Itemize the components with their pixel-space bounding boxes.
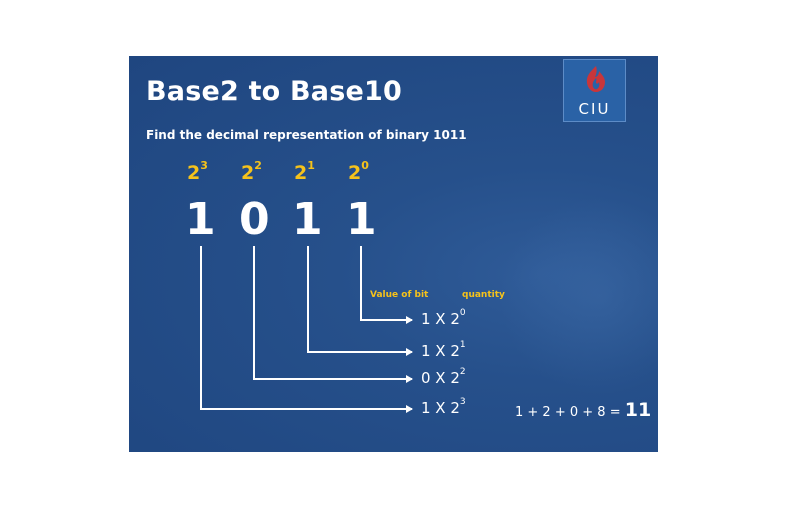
- quantity-label: quantity: [462, 290, 505, 300]
- sum-result: 11: [624, 399, 652, 421]
- ciu-logo: CIU: [563, 59, 626, 122]
- term-bit-2: 0 X 22: [421, 367, 466, 387]
- bit-2: 0: [239, 194, 270, 245]
- bit-1: 1: [292, 194, 323, 245]
- term-bit-0: 1 X 20: [421, 308, 466, 328]
- power-2-3: 23: [187, 159, 208, 184]
- sum-expression: 1 + 2 + 0 + 8 = 11: [515, 399, 652, 421]
- logo-text: CIU: [578, 100, 611, 118]
- slide-subtitle: Find the decimal representation of binar…: [146, 128, 467, 142]
- term-bit-1: 1 X 21: [421, 340, 466, 360]
- bit-3: 1: [185, 194, 216, 245]
- connector-bit-2: [253, 246, 413, 383]
- term-bit-3: 1 X 23: [421, 397, 466, 417]
- value-of-bit-label: Value of bit: [370, 290, 429, 300]
- slide: Base2 to Base10 Find the decimal represe…: [129, 56, 658, 452]
- flame-icon: [586, 66, 605, 92]
- power-2-2: 22: [241, 159, 262, 184]
- connector-bit-3: [200, 246, 413, 413]
- bit-0: 1: [346, 194, 377, 245]
- slide-title: Base2 to Base10: [146, 76, 402, 107]
- connector-bit-1: [307, 246, 413, 356]
- power-2-0: 20: [348, 159, 369, 184]
- connector-lines: [200, 246, 413, 413]
- background-glow: [499, 196, 658, 396]
- power-2-1: 21: [294, 159, 315, 184]
- connector-bit-0: [360, 246, 413, 324]
